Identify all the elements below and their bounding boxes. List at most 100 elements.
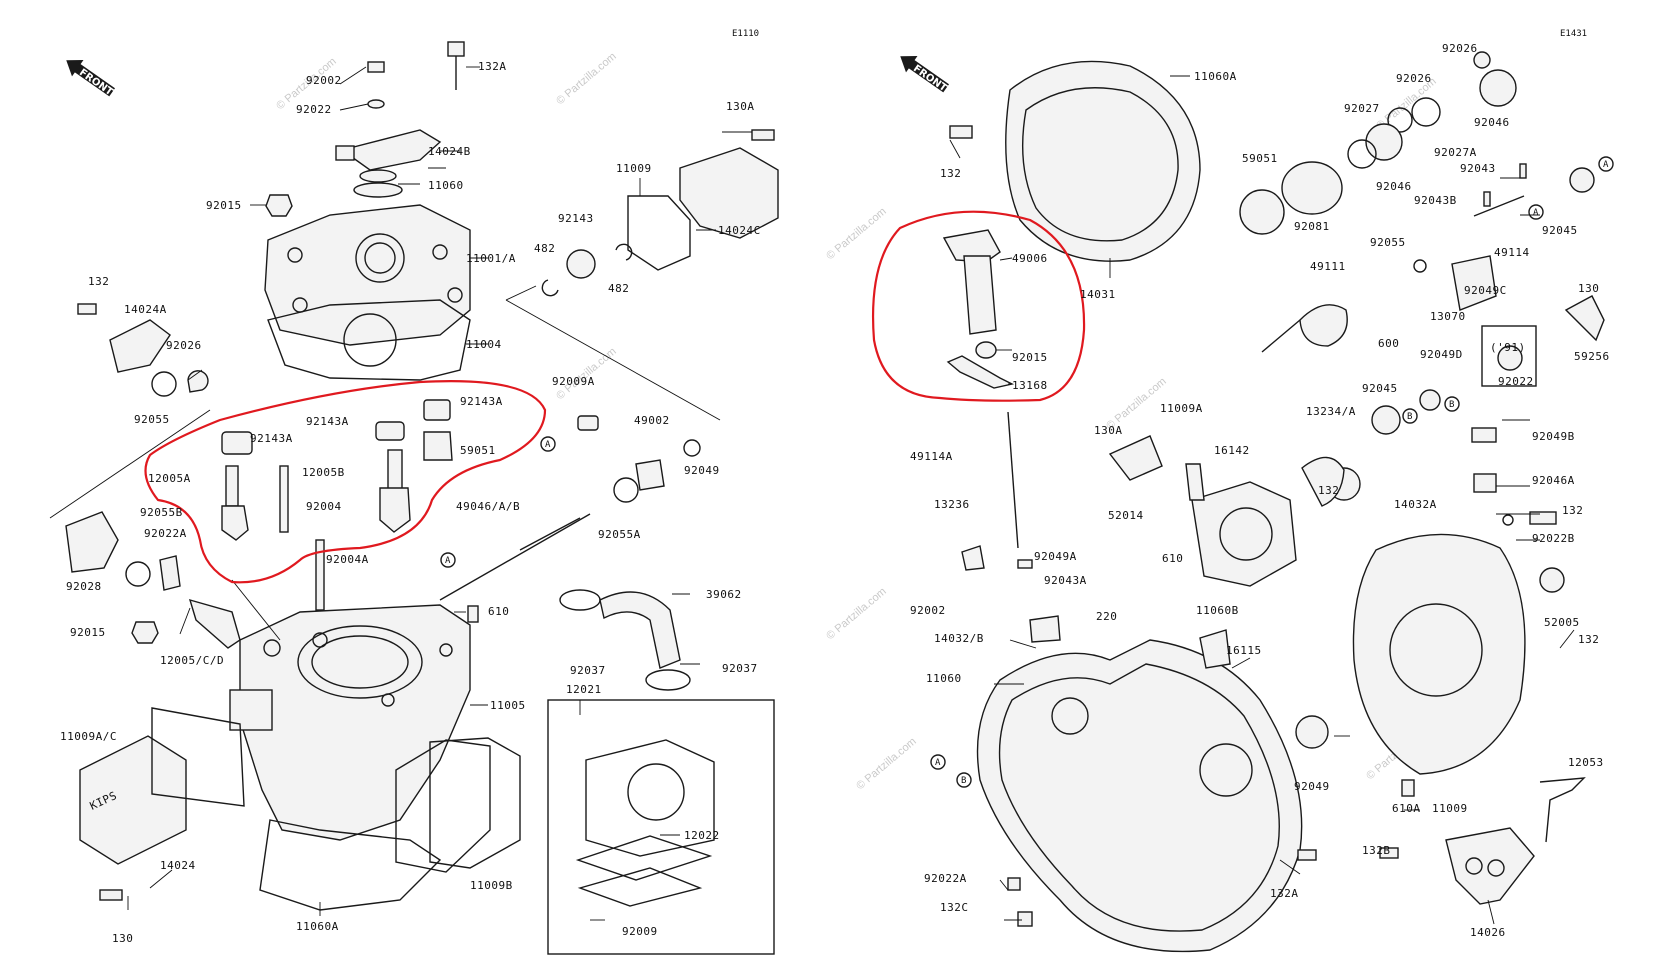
part-labels: 92002 132A 92022 14024B 11060 130A 92015… xyxy=(60,60,761,945)
part-label: 12021 xyxy=(566,683,602,696)
shaft xyxy=(961,411,1033,571)
part-label: 92026 xyxy=(166,339,202,352)
part-label: 11009 xyxy=(1432,802,1468,815)
part-label: 16115 xyxy=(1226,644,1262,657)
part-label: 12022 xyxy=(684,829,720,842)
part-label: 92022 xyxy=(1498,375,1534,388)
part-label: 13168 xyxy=(1012,379,1048,392)
part-label: 132C xyxy=(940,901,969,914)
part-label: 92055A xyxy=(598,528,641,541)
part-label: 92055 xyxy=(134,413,170,426)
part-label: 610A xyxy=(1392,802,1421,815)
part-label: 11009 xyxy=(616,162,652,175)
circle-marker: B xyxy=(956,772,972,788)
part-label: 610 xyxy=(488,605,509,618)
part-label: 92143A xyxy=(250,432,293,445)
diagram-code: E1110 xyxy=(732,29,759,39)
part-label: 49111 xyxy=(1310,260,1346,273)
part-label: 14032A xyxy=(1394,498,1437,511)
part-label: 92028 xyxy=(66,580,102,593)
svg-text:A: A xyxy=(445,556,451,566)
part-label: 92045 xyxy=(1542,224,1578,237)
leader-lines xyxy=(49,66,752,921)
part-label: 132A xyxy=(478,60,507,73)
kips-cover: KIPS xyxy=(79,707,245,901)
part-label: 14026 xyxy=(1470,926,1506,939)
circle-marker: A xyxy=(1598,156,1614,172)
front-arrow-icon: FRONT xyxy=(900,56,950,94)
hose xyxy=(559,589,691,691)
part-label: 11009A xyxy=(1160,402,1203,415)
part-label: 49046/A/B xyxy=(456,500,520,513)
part-label: 130 xyxy=(1578,282,1599,295)
part-label: 59051 xyxy=(460,444,496,457)
part-label: 132 xyxy=(1562,504,1583,517)
part-label: 92009A xyxy=(552,375,595,388)
part-label: 92022B xyxy=(1532,532,1575,545)
circle-marker: A xyxy=(1528,204,1544,220)
part-label: 132 xyxy=(88,275,109,288)
part-label: 92004A xyxy=(326,553,369,566)
part-label: 92015 xyxy=(206,199,242,212)
watermark: © Partzilla.com xyxy=(854,735,918,792)
svg-text:B: B xyxy=(961,776,966,786)
part-label: 92055B xyxy=(140,506,183,519)
part-label: 92026 xyxy=(1442,42,1478,55)
part-label: 92022 xyxy=(296,103,332,116)
part-label: 39062 xyxy=(706,588,742,601)
part-label: 482 xyxy=(534,242,555,255)
watermark: © Partzilla.com xyxy=(824,205,888,262)
part-label: 92143A xyxy=(460,395,503,408)
part-label: 610 xyxy=(1162,552,1183,565)
part-label: 14032/B xyxy=(934,632,984,645)
part-label: 11060A xyxy=(296,920,339,933)
part-label: 92043B xyxy=(1414,194,1457,207)
part-label: 132A xyxy=(1270,887,1299,900)
part-label: 92043A xyxy=(1044,574,1087,587)
part-label: 14024B xyxy=(428,145,471,158)
water-pump-parts xyxy=(1239,51,1605,526)
part-label: 132B xyxy=(1362,844,1391,857)
part-label: 92015 xyxy=(1012,351,1048,364)
part-label: 92049 xyxy=(1294,780,1330,793)
front-label: FRONT xyxy=(77,67,115,98)
water-cover xyxy=(541,129,779,297)
left-panel: E1110 FRONT xyxy=(49,29,779,955)
watermark: © Partzilla.com xyxy=(554,50,618,107)
part-label: 13070 xyxy=(1430,310,1466,323)
part-labels: 11060A 92026 92026 92027 92046 132 59051… xyxy=(910,42,1610,939)
valve-rod xyxy=(439,513,591,623)
part-label: 92046A xyxy=(1532,474,1575,487)
part-label: 14031 xyxy=(1080,288,1116,301)
part-label: 14024C xyxy=(718,224,761,237)
part-label: 92049C xyxy=(1464,284,1507,297)
part-label: 92009 xyxy=(622,925,658,938)
part-label: 59051 xyxy=(1242,152,1278,165)
circle-marker: A xyxy=(440,552,456,568)
part-label: 49114A xyxy=(910,450,953,463)
part-label: 600 xyxy=(1378,337,1399,350)
part-label: 14024 xyxy=(160,859,196,872)
part-label: 92049A xyxy=(1034,550,1077,563)
bracket xyxy=(1379,777,1586,905)
part-label: 92027 xyxy=(1344,102,1380,115)
part-label: 16142 xyxy=(1214,444,1250,457)
watermark: © Partzilla.com xyxy=(554,345,618,402)
part-label: 49006 xyxy=(1012,252,1048,265)
part-label: 11009B xyxy=(470,879,513,892)
svg-text:A: A xyxy=(1603,160,1609,170)
part-label: 132 xyxy=(1578,633,1599,646)
exhaust-valve-housing xyxy=(65,511,241,649)
part-label: 12053 xyxy=(1568,756,1604,769)
part-label: 92045 xyxy=(1362,382,1398,395)
power-valve-parts xyxy=(221,399,701,611)
circle-marker: B xyxy=(1444,396,1460,412)
part-label: 130A xyxy=(1094,424,1123,437)
part-label: 12005/C/D xyxy=(160,654,224,667)
part-label: 11060B xyxy=(1196,604,1239,617)
part-label: 59256 xyxy=(1574,350,1610,363)
circle-marker: A xyxy=(930,754,946,770)
head-gasket xyxy=(267,299,471,381)
part-label: 11009A/C xyxy=(60,730,117,743)
